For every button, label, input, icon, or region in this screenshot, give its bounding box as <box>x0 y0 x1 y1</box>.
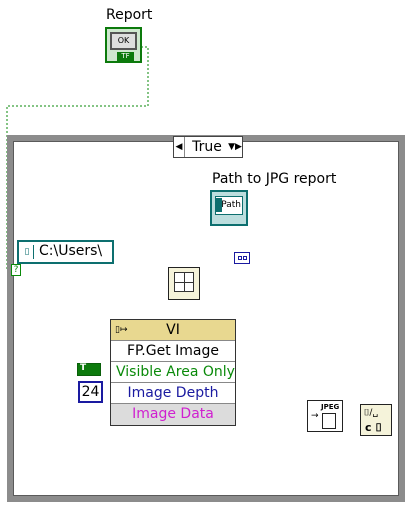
node-ref-icon: ▯↦ <box>115 325 128 335</box>
case-selector-label[interactable]: ◀ True ▼▶ <box>173 136 243 158</box>
property-image-data[interactable]: Image Data <box>111 404 235 425</box>
property-image-depth[interactable]: Image Depth <box>111 383 235 404</box>
case-selector-value: True <box>192 139 222 155</box>
write-jpeg-icon[interactable]: JPEG → <box>307 400 343 432</box>
path-terminal[interactable]: Path <box>210 190 248 226</box>
build-path-glyph-h <box>174 282 194 283</box>
small-ref-glyph-a <box>238 256 242 260</box>
case-selector-terminal[interactable]: ? <box>11 264 21 276</box>
path-to-string-icon[interactable]: ⌷/␣ c ⌷ <box>360 404 392 436</box>
file-icon <box>322 413 336 429</box>
report-terminal[interactable]: OK TF <box>105 27 142 63</box>
vi-property-node[interactable]: ▯↦ VI FP.Get Image Visible Area Only Ima… <box>110 319 236 426</box>
jpeg-text: JPEG <box>321 403 340 411</box>
report-type-tag: TF <box>117 52 134 61</box>
bool-true-text: T <box>80 363 87 373</box>
small-ref-glyph-b <box>243 256 247 260</box>
folder-icon <box>216 198 222 212</box>
path-constant-value: C:\Users\ <box>39 243 103 259</box>
arrow-icon: → <box>311 411 319 421</box>
property-node-header[interactable]: ▯↦ VI <box>111 320 235 341</box>
conversion-glyph-bottom: c ⌷ <box>365 421 382 434</box>
small-ref-constant[interactable] <box>234 252 250 264</box>
case-increment-icon[interactable]: ▼▶ <box>228 142 242 152</box>
report-label: Report <box>106 7 153 23</box>
image-depth-constant[interactable]: 24 <box>78 381 103 403</box>
conversion-glyph-top: ⌷/␣ <box>364 408 379 418</box>
build-path-icon[interactable] <box>168 267 200 300</box>
path-constant-icon: ▯ <box>21 245 34 259</box>
path-terminal-text: Path <box>215 196 243 215</box>
report-button-icon: OK <box>110 32 137 50</box>
property-visible-area-only[interactable]: Visible Area Only <box>111 362 235 383</box>
path-constant[interactable]: ▯ C:\Users\ <box>17 240 114 264</box>
bool-true-constant[interactable]: T <box>77 363 101 376</box>
path-to-jpg-label: Path to JPG report <box>212 171 337 187</box>
case-decrement-icon[interactable]: ◀ <box>174 137 185 157</box>
property-node-class: VI <box>166 322 180 338</box>
property-fp-get-image[interactable]: FP.Get Image <box>111 341 235 362</box>
